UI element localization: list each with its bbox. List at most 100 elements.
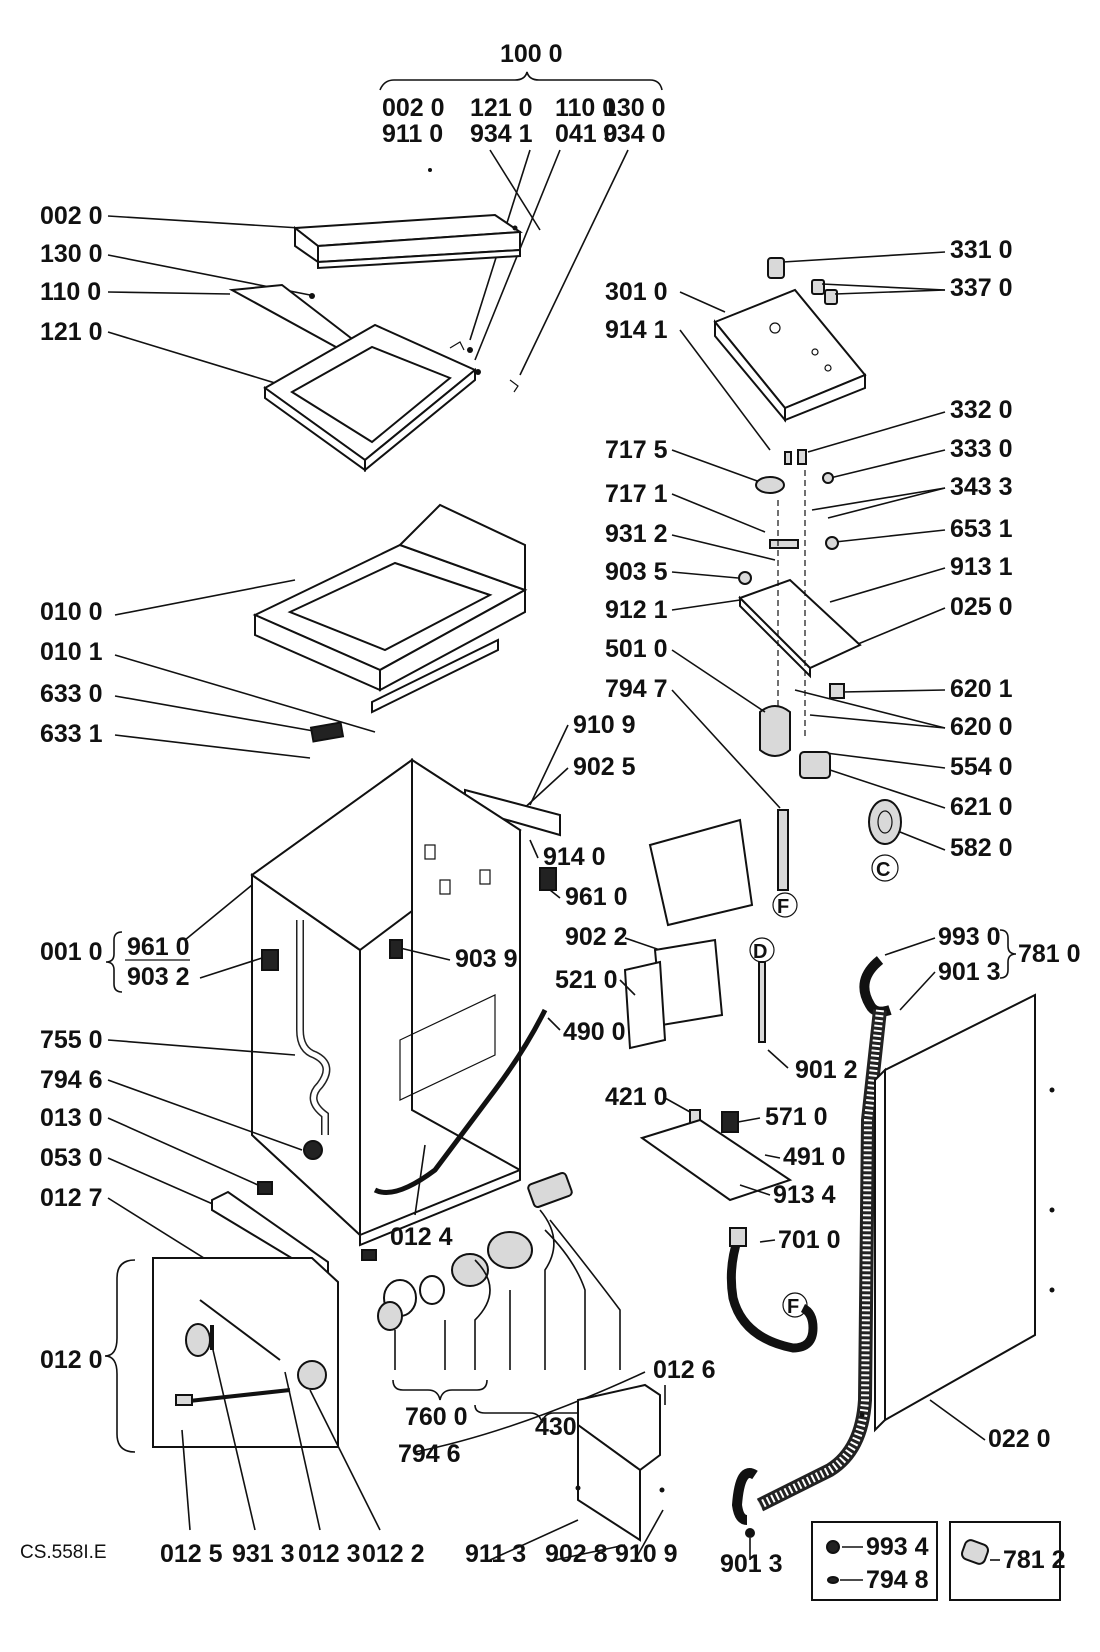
- leader-line: [107, 1117, 259, 1186]
- leader-line: [671, 571, 739, 579]
- leader-line: [811, 487, 946, 511]
- subpart-label: 934 0: [603, 120, 666, 148]
- part-label: 794 7: [605, 675, 668, 703]
- leader-line: [114, 579, 296, 616]
- group-brace: [104, 1259, 136, 1453]
- part-label: 013 0: [40, 1104, 103, 1132]
- leader-line: [679, 329, 771, 451]
- part-label: 910 9: [573, 711, 636, 739]
- part-label: 902 5: [573, 753, 636, 781]
- cable: [373, 1008, 548, 1195]
- leader-line: [671, 534, 776, 561]
- subpart-label: 130 0: [603, 94, 666, 122]
- leader-line: [107, 1079, 303, 1151]
- support-bracket: [577, 1383, 661, 1542]
- connector-mark: C: [876, 859, 890, 881]
- part-label: 914 0: [543, 843, 606, 871]
- mount-bracket: [639, 1118, 793, 1202]
- detail-parts: [175, 1299, 327, 1406]
- part-label: 554 0: [950, 753, 1013, 781]
- part-label: 621 0: [950, 793, 1013, 821]
- leader-line: [764, 1154, 781, 1159]
- part-label: 490 0: [563, 1018, 626, 1046]
- back-panel: [648, 818, 754, 927]
- leader-line: [619, 979, 636, 996]
- leader-line: [489, 149, 541, 231]
- part-label: 521 0: [555, 966, 618, 994]
- part-label: 781 2: [1003, 1546, 1066, 1574]
- group-brace: [105, 931, 123, 993]
- leader-line: [549, 889, 561, 899]
- part-label: 343 3: [950, 473, 1013, 501]
- leader-line: [671, 493, 766, 533]
- part-label: 913 4: [773, 1181, 836, 1209]
- leader-line: [829, 769, 946, 809]
- part-label: 717 1: [605, 480, 668, 508]
- leader-line: [739, 1184, 771, 1196]
- hose-elbow: [859, 956, 892, 1017]
- leader-line: [671, 599, 741, 611]
- leader-line: [414, 1371, 646, 1453]
- knob-small: [811, 279, 838, 305]
- part-label: 633 1: [40, 720, 103, 748]
- subpart-label: 041 0: [555, 120, 618, 148]
- part-label: 993 0: [938, 923, 1001, 951]
- leader-line: [114, 695, 326, 734]
- part-label: 012 0: [40, 1346, 103, 1374]
- leader-line: [834, 289, 946, 295]
- part-label: 582 0: [950, 834, 1013, 862]
- part-label: 053 0: [40, 1144, 103, 1172]
- leader-line: [737, 1117, 761, 1123]
- part-label: 012 3: [298, 1540, 361, 1568]
- leader-line: [841, 689, 946, 693]
- part-label: 332 0: [950, 396, 1013, 424]
- connector-sleeve: [960, 1539, 990, 1565]
- subpart-label: 121 0: [470, 94, 533, 122]
- electronic-module: [623, 960, 667, 1050]
- subpart-label: 911 0: [382, 120, 443, 148]
- leader-line: [671, 689, 781, 809]
- leader-line: [899, 971, 936, 1011]
- part-label: 012 2: [362, 1540, 425, 1568]
- part-label: 911 3: [465, 1540, 526, 1568]
- leader-line: [212, 1349, 256, 1531]
- knob: [767, 257, 785, 279]
- leader-line: [107, 1039, 296, 1056]
- part-label: 012 4: [390, 1223, 453, 1251]
- part-label: 961 0: [127, 933, 190, 961]
- part-label: 910 9: [615, 1540, 678, 1568]
- subpart-label: 002 0: [382, 94, 445, 122]
- cabinet-body: [250, 758, 522, 1247]
- control-panel: [713, 288, 867, 423]
- part-label: 501 0: [605, 635, 668, 663]
- part-label: 794 8: [866, 1566, 929, 1594]
- part-label: 301 0: [605, 278, 668, 306]
- pulley-wheel: [868, 799, 902, 845]
- document-code: CS.558I.E: [20, 1542, 107, 1563]
- side-panel: [874, 993, 1036, 1433]
- part-label: 491 0: [783, 1143, 846, 1171]
- rod: [777, 809, 789, 891]
- part-label: 914 1: [605, 316, 668, 344]
- part-label: 961 0: [565, 883, 628, 911]
- leader-line: [817, 751, 946, 769]
- part-label: 012 5: [160, 1540, 223, 1568]
- part-label: 701 0: [778, 1226, 841, 1254]
- part-label: 903 5: [605, 558, 668, 586]
- part-label: 002 0: [40, 202, 103, 230]
- part-label: 794 6: [398, 1440, 461, 1468]
- part-label: 901 2: [795, 1056, 858, 1084]
- part-label: 901 3: [938, 958, 1001, 986]
- part-label: 781 0: [1018, 940, 1081, 968]
- part-label: 903 2: [127, 963, 190, 991]
- leader-line: [199, 957, 263, 979]
- part-label: 012 6: [653, 1356, 716, 1384]
- leader-line: [782, 251, 946, 263]
- leader-line: [107, 215, 301, 229]
- part-label: 130 0: [40, 240, 103, 268]
- leader-line: [664, 1097, 691, 1113]
- leader-line: [309, 1389, 381, 1531]
- leader-line: [114, 734, 311, 759]
- part-label: 110 0: [40, 278, 101, 306]
